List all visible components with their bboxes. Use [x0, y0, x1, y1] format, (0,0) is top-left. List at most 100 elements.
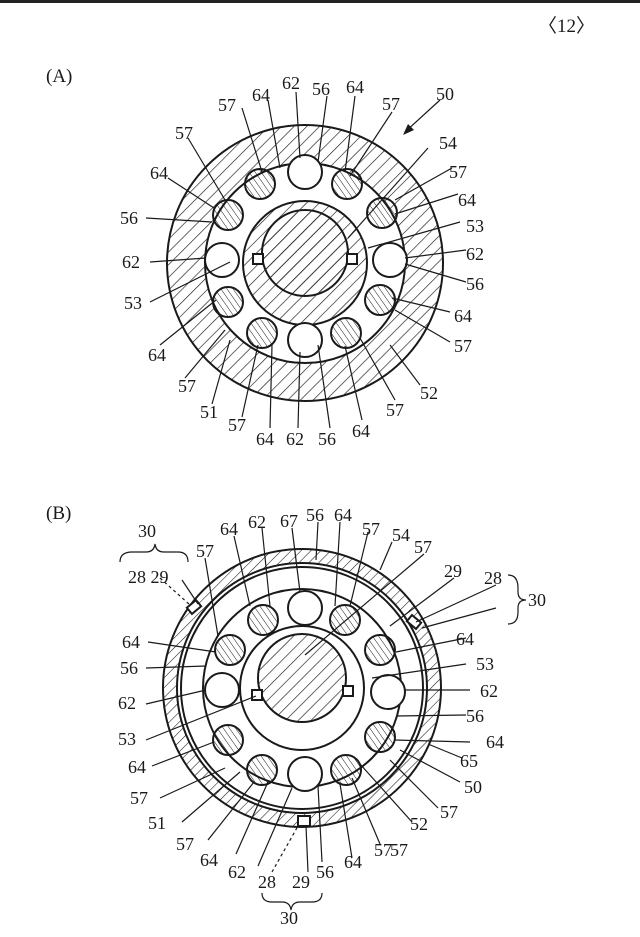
figure-b-label: 64 — [128, 757, 146, 777]
figure-b-roller — [205, 673, 239, 707]
figure-a-spring — [247, 318, 277, 348]
figure-b-label: 57 — [130, 788, 148, 808]
figure-b-label: 57 — [176, 834, 194, 854]
figure-a-label: 57 — [175, 123, 193, 143]
figure-a-label: 57 — [382, 94, 400, 114]
figure-b-label: 56 — [316, 862, 334, 882]
figure-b-spring — [365, 722, 395, 752]
figure-a-key-right — [347, 254, 357, 264]
figure-a-spring — [365, 285, 395, 315]
figure-b-label: 29 — [292, 872, 310, 892]
figure-b-spring — [248, 605, 278, 635]
figure-b-label: 57 — [362, 519, 380, 539]
top-border-line — [0, 0, 640, 3]
figure-b-label: 64 — [456, 629, 474, 649]
figure-a-roller — [373, 243, 407, 277]
figure-b-label: 57 — [440, 802, 458, 822]
figure-b-label: 52 — [410, 814, 428, 834]
figure-b-spring — [215, 635, 245, 665]
figure-b-label: 56 — [466, 706, 484, 726]
figure-b-label: 30 — [528, 590, 546, 610]
figure-a-label: 64 — [256, 429, 274, 449]
figure-b-label: 50 — [464, 777, 482, 797]
figure-b-label: 57 — [196, 541, 214, 561]
figure-a-label: 62 — [286, 429, 304, 449]
figure-a-label: 54 — [439, 133, 457, 153]
figure-b-roller — [288, 757, 322, 791]
figure-b-notch — [298, 816, 310, 826]
figure-a-label: 64 — [148, 345, 166, 365]
figure-b-label: 30 — [280, 908, 298, 928]
figure-a-label: 64 — [454, 306, 472, 326]
figure-a-label: 50 — [436, 84, 454, 104]
figure-b-label: 64 — [334, 505, 352, 525]
figure-a-caption: (A) — [46, 66, 72, 87]
figure-b-label: 30 — [138, 521, 156, 541]
figure-a-label: 56 — [466, 274, 484, 294]
figure-b-label: 28 — [258, 872, 276, 892]
figure-b-label: 28 29 — [128, 567, 169, 587]
figure-a-label: 64 — [150, 163, 168, 183]
figure-b-key-left — [252, 690, 262, 700]
figure-b-label: 53 — [476, 654, 494, 674]
figure-a-spring — [213, 287, 243, 317]
figure-b-label: 67 — [280, 511, 298, 531]
figure-b-label: 64 — [344, 852, 362, 872]
figure-b-label: 64 — [122, 632, 140, 652]
figure-b-label: 28 — [484, 568, 502, 588]
figure-a: (A) — [46, 66, 484, 449]
figure-b-key-right — [343, 686, 353, 696]
figure-a-shaft — [262, 210, 348, 296]
figure-a-spring — [367, 198, 397, 228]
figure-b-spring — [213, 725, 243, 755]
figure-b-label: 57 — [374, 840, 392, 860]
figure-a-label: 62 — [122, 252, 140, 272]
page-number: 〈12〉 — [538, 15, 595, 37]
figure-a-label: 64 — [352, 421, 370, 441]
figure-a-label: 57 — [454, 336, 472, 356]
figure-b-label: 62 — [228, 862, 246, 882]
figure-a-key-left — [253, 254, 263, 264]
figure-b-roller — [288, 591, 322, 625]
figure-a-label: 57 — [228, 415, 246, 435]
figure-b: (B) — [46, 503, 546, 928]
figure-b-caption: (B) — [46, 503, 71, 524]
figure-a-spring — [331, 318, 361, 348]
figure-b-label: 51 — [148, 813, 166, 833]
figure-b-label: 62 — [480, 681, 498, 701]
figure-a-label: 56 — [318, 429, 336, 449]
figure-a-label: 62 — [282, 73, 300, 93]
figure-a-label: 53 — [466, 216, 484, 236]
figure-a-spring — [245, 169, 275, 199]
figure-b-label: 53 — [118, 729, 136, 749]
figure-a-spring — [213, 200, 243, 230]
figure-b-label: 64 — [200, 850, 218, 870]
figure-a-label: 64 — [346, 77, 364, 97]
figure-b-bracket — [120, 544, 188, 562]
figure-a-roller — [288, 323, 322, 357]
figure-b-spring — [331, 755, 361, 785]
figure-b-label: 56 — [120, 658, 138, 678]
figure-a-label: 56 — [120, 208, 138, 228]
figure-b-label: 57 — [414, 537, 432, 557]
figure-b-label: 64 — [486, 732, 504, 752]
figure-b-label: 54 — [392, 525, 410, 545]
figure-b-spring — [247, 755, 277, 785]
figure-a-label: 53 — [124, 293, 142, 313]
figure-a-label: 57 — [178, 376, 196, 396]
figure-b-label: 29 — [444, 561, 462, 581]
figure-a-label: 64 — [252, 85, 270, 105]
figure-a-label: 64 — [458, 190, 476, 210]
figure-b-label: 62 — [118, 693, 136, 713]
figure-a-label: 51 — [200, 402, 218, 422]
figure-a-label: 62 — [466, 244, 484, 264]
figure-a-roller — [288, 155, 322, 189]
figure-b-bracket — [508, 575, 526, 624]
figure-b-label: 65 — [460, 751, 478, 771]
figure-b-spring — [365, 635, 395, 665]
figure-a-label: 56 — [312, 79, 330, 99]
figure-b-label: 57 — [390, 840, 408, 860]
figure-a-label: 57 — [449, 162, 467, 182]
figure-b-label: 62 — [248, 512, 266, 532]
